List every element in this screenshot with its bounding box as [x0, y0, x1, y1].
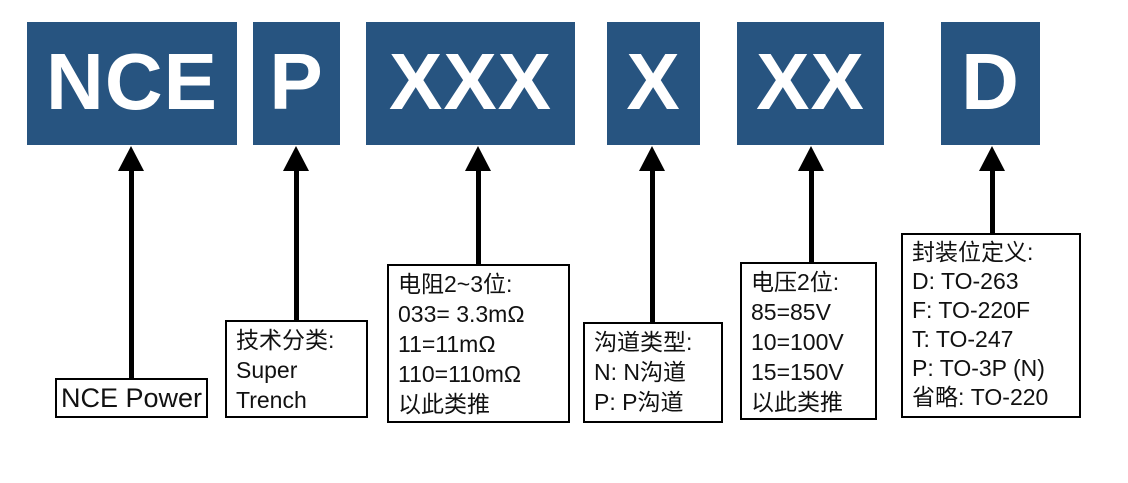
arrowhead-icon — [798, 146, 824, 171]
description-line: D: TO-263 — [912, 268, 1019, 294]
arrow-up-icon — [979, 146, 1005, 233]
arrow-shaft — [649, 168, 655, 322]
arrow-up-icon — [639, 146, 665, 322]
code-box-nce: NCE — [27, 22, 237, 145]
description-line: Super — [236, 357, 298, 383]
description-box-channel-type: 沟道类型: N: N沟道 P: P沟道 — [583, 322, 723, 423]
code-label-xxx: XXX — [388, 36, 553, 126]
arrow-up-icon — [798, 146, 824, 262]
description-line: 以此类推 — [398, 391, 490, 417]
description-box-resistance: 电阻2~3位: 033= 3.3mΩ 11=11mΩ 110=110mΩ 以此类… — [387, 264, 570, 423]
arrow-shaft — [293, 168, 299, 320]
description-box-manufacturer: NCE Power — [55, 378, 208, 418]
description-line: 10=100V — [751, 329, 844, 355]
arrow-up-icon — [118, 146, 144, 378]
description-line: 省略: TO-220 — [912, 384, 1049, 410]
description-line: 电阻2~3位: — [398, 271, 513, 297]
description-line: P: P沟道 — [594, 389, 684, 415]
arrow-shaft — [475, 168, 481, 264]
code-box-xxx: XXX — [366, 22, 575, 145]
arrow-shaft — [989, 168, 995, 233]
code-label-p: P — [269, 36, 324, 126]
description-box-technology: 技术分类: Super Trench — [225, 320, 368, 418]
description-line: NCE Power — [60, 383, 203, 413]
description-line: F: TO-220F — [912, 297, 1031, 323]
description-line: 封装位定义: — [912, 239, 1034, 265]
arrow-shaft — [128, 168, 134, 378]
code-box-p: P — [253, 22, 340, 145]
code-box-xx: XX — [737, 22, 884, 145]
description-line: N: N沟道 — [594, 359, 686, 385]
description-line: 沟道类型: — [594, 329, 693, 355]
description-line: 以此类推 — [751, 389, 843, 415]
code-label-nce: NCE — [46, 36, 218, 126]
code-label-x: X — [626, 36, 681, 126]
description-line: P: TO-3P (N) — [912, 355, 1045, 381]
description-line: 110=110mΩ — [398, 361, 522, 387]
description-line: 033= 3.3mΩ — [398, 301, 525, 327]
arrowhead-icon — [979, 146, 1005, 171]
arrowhead-icon — [283, 146, 309, 171]
description-box-voltage: 电压2位: 85=85V 10=100V 15=150V 以此类推 — [740, 262, 877, 420]
arrowhead-icon — [465, 146, 491, 171]
code-box-d: D — [941, 22, 1040, 145]
description-line: 技术分类: — [236, 327, 335, 353]
arrowhead-icon — [118, 146, 144, 171]
description-line: 电压2位: — [751, 269, 840, 295]
arrow-up-icon — [283, 146, 309, 320]
description-line: Trench — [236, 387, 307, 413]
code-label-xx: XX — [756, 36, 865, 126]
description-line: 11=11mΩ — [398, 331, 496, 357]
description-line: T: TO-247 — [912, 326, 1014, 352]
arrow-shaft — [808, 168, 814, 262]
arrow-up-icon — [465, 146, 491, 264]
code-label-d: D — [961, 36, 1020, 126]
code-box-x: X — [607, 22, 700, 145]
arrowhead-icon — [639, 146, 665, 171]
description-line: 85=85V — [751, 299, 831, 325]
description-line: 15=150V — [751, 359, 844, 385]
description-box-package: 封装位定义: D: TO-263 F: TO-220F T: TO-247 P:… — [901, 233, 1081, 418]
